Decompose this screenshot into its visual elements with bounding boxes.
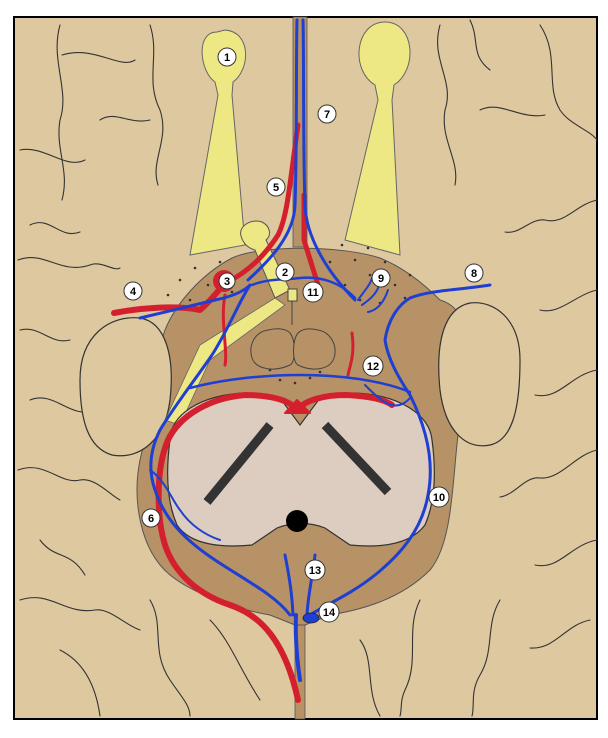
label-3: 3 — [219, 273, 235, 289]
label-10: 10 — [429, 487, 449, 507]
svg-text:5: 5 — [273, 182, 279, 194]
label-6: 6 — [142, 509, 160, 527]
label-4: 4 — [124, 282, 142, 300]
svg-text:14: 14 — [323, 607, 336, 619]
cerebral-aqueduct — [286, 510, 308, 532]
vein-of-galen — [303, 613, 319, 623]
label-1: 1 — [218, 48, 236, 66]
svg-text:3: 3 — [224, 276, 230, 288]
label-13: 13 — [305, 560, 325, 580]
label-9: 9 — [372, 269, 390, 287]
svg-text:8: 8 — [471, 268, 477, 280]
label-14: 14 — [319, 602, 339, 622]
label-2: 2 — [276, 263, 294, 281]
svg-text:9: 9 — [378, 273, 384, 285]
svg-text:12: 12 — [367, 361, 379, 373]
label-11: 11 — [303, 282, 323, 302]
svg-text:2: 2 — [282, 267, 288, 279]
svg-text:10: 10 — [433, 492, 445, 504]
label-5: 5 — [267, 178, 285, 196]
svg-text:7: 7 — [324, 109, 330, 121]
right-temporal-lobe — [439, 303, 520, 446]
svg-text:6: 6 — [148, 513, 154, 525]
label-7: 7 — [318, 105, 336, 123]
svg-text:13: 13 — [309, 565, 321, 577]
label-8: 8 — [465, 264, 483, 282]
svg-text:11: 11 — [307, 287, 319, 299]
svg-text:1: 1 — [224, 52, 230, 64]
label-12: 12 — [363, 356, 383, 376]
svg-text:4: 4 — [130, 286, 137, 298]
